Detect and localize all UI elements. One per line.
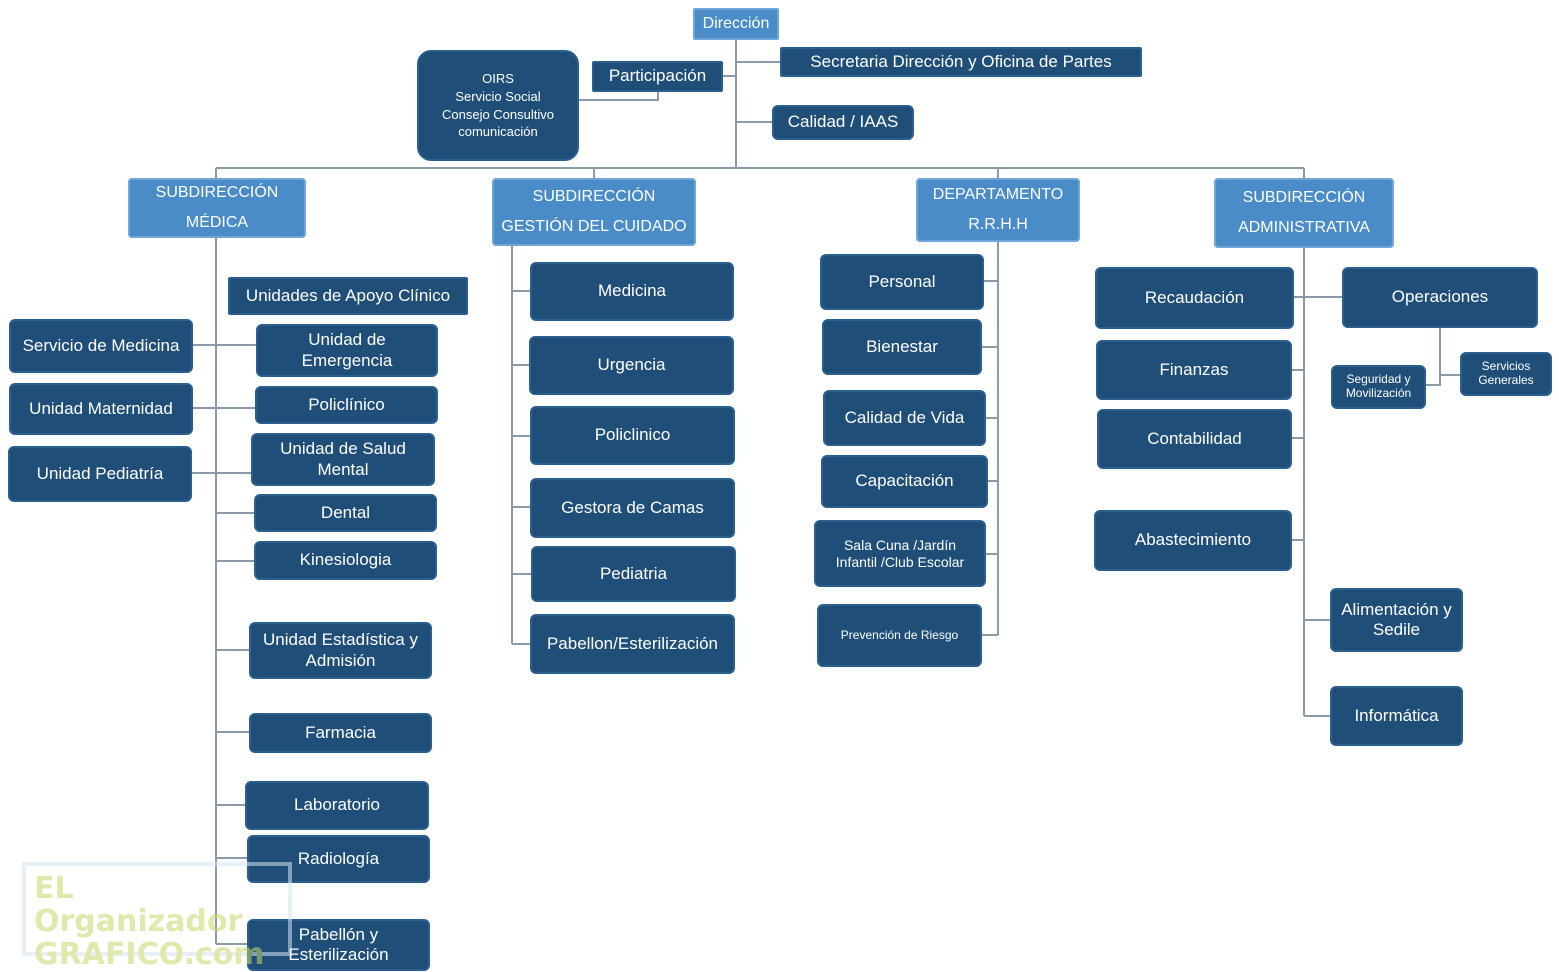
alimentacion-sedile-box: Alimentación y Sedile xyxy=(1330,588,1463,652)
laboratorio-box: Laboratorio xyxy=(245,781,429,830)
rrhh-item-capacitacion: Capacitación xyxy=(821,455,988,508)
servicios-generales-box: Servicios Generales xyxy=(1460,352,1552,396)
rrhh-item-bienestar: Bienestar xyxy=(822,319,982,375)
cuidado-item-medicina: Medicina xyxy=(530,262,734,321)
departamento-rrhh-header: DEPARTAMENTO R.R.H.H xyxy=(916,178,1080,242)
watermark-logo: EL Organizador GRAFICO.com xyxy=(22,862,292,971)
secretaria-box: Secretaria Dirección y Oficina de Partes xyxy=(780,47,1142,77)
subdireccion-administrativa-header: SUBDIRECCIÓN ADMINISTRATIVA xyxy=(1214,178,1394,248)
operaciones-box: Operaciones xyxy=(1342,267,1538,328)
direccion-box: Dirección xyxy=(693,8,779,40)
subdireccion-medica-header: SUBDIRECCIÓN MÉDICA xyxy=(128,178,306,238)
dental-box: Dental xyxy=(254,494,437,532)
admin-item-abastecimiento: Abastecimiento xyxy=(1094,510,1292,571)
informatica-box: Informática xyxy=(1330,686,1463,746)
cuidado-item-gestora-camas: Gestora de Camas xyxy=(530,478,735,538)
apoyo-clinico-label: Unidades de Apoyo Clínico xyxy=(228,277,468,315)
rrhh-item-personal: Personal xyxy=(820,254,984,310)
estadistica-admision-box: Unidad Estadística y Admisión xyxy=(249,622,432,679)
cuidado-item-pediatria: Pediatria xyxy=(531,546,736,602)
radiologia-box: Radiología xyxy=(247,835,430,883)
participacion-box: Participación xyxy=(592,61,723,92)
rrhh-item-calidad-vida: Calidad de Vida xyxy=(823,390,986,446)
admin-item-recaudacion: Recaudación xyxy=(1095,267,1294,329)
servicio-medicina-box: Servicio de Medicina xyxy=(9,319,193,373)
subdireccion-cuidado-header: SUBDIRECCIÓN GESTIÓN DEL CUIDADO xyxy=(492,178,696,246)
unidad-pediatria-box: Unidad Pediatría xyxy=(8,446,192,502)
pabellon-esterilizacion-medica-box: Pabellón y Esterilización xyxy=(247,919,430,971)
rrhh-item-sala-cuna: Sala Cuna /Jardín Infantil /Club Escolar xyxy=(814,520,986,587)
seguridad-movilizacion-box: Seguridad y Movilización xyxy=(1331,365,1426,409)
cuidado-item-policlinico: Policlinico xyxy=(530,406,735,465)
unidad-emergencia-box: Unidad de Emergencia xyxy=(256,324,438,377)
rrhh-item-prevencion-riesgo: Prevención de Riesgo xyxy=(817,604,982,667)
cuidado-item-urgencia: Urgencia xyxy=(529,336,734,395)
admin-item-contabilidad: Contabilidad xyxy=(1097,409,1292,469)
kinesiologia-box: Kinesiologia xyxy=(254,541,437,580)
cuidado-item-pabellon: Pabellon/Esterilización xyxy=(530,614,735,674)
admin-item-finanzas: Finanzas xyxy=(1096,340,1292,400)
oirs-box: OIRS Servicio Social Consejo Consultivo … xyxy=(417,50,579,161)
calidad-iaas-box: Calidad / IAAS xyxy=(772,105,914,140)
salud-mental-box: Unidad de Salud Mental xyxy=(251,433,435,486)
policlinico-medica-box: Policlínico xyxy=(255,386,438,424)
farmacia-box: Farmacia xyxy=(249,713,432,753)
unidad-maternidad-box: Unidad Maternidad xyxy=(9,383,193,435)
